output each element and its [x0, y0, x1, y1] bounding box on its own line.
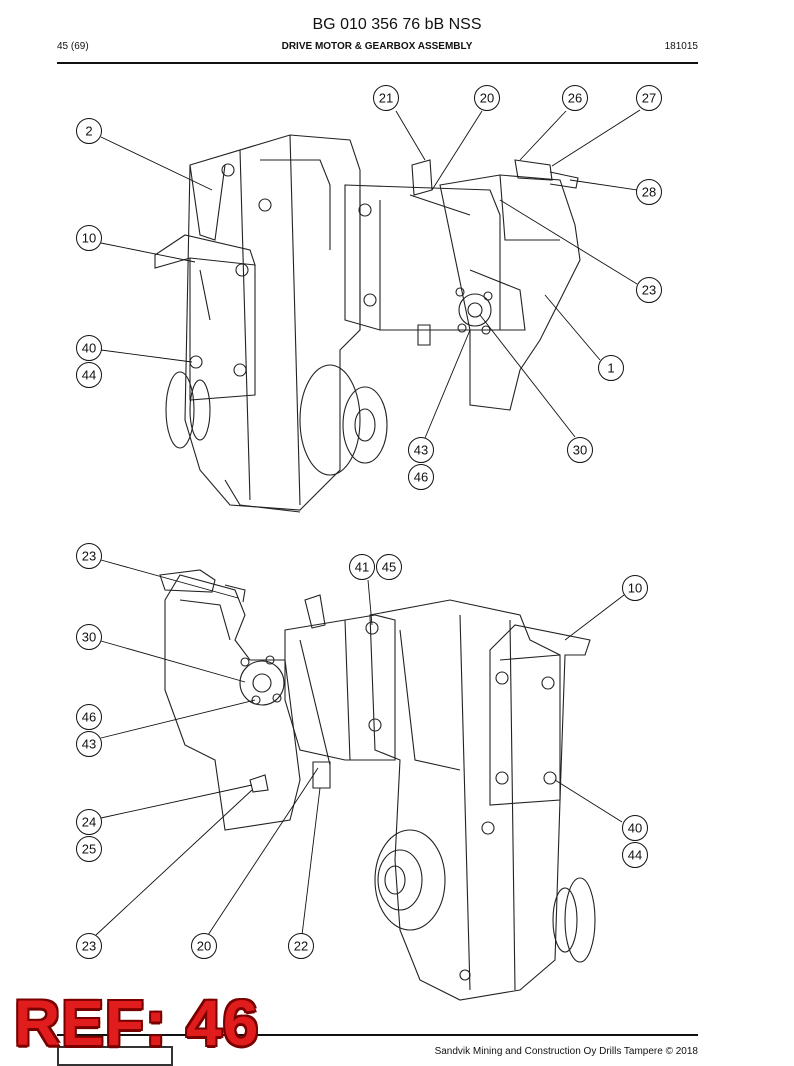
callout-45: 45	[382, 560, 396, 575]
section-title: DRIVE MOTOR & GEARBOX ASSEMBLY	[281, 41, 473, 52]
callout-30: 30	[573, 443, 587, 458]
callout-25: 25	[82, 842, 96, 857]
callout-40: 40	[82, 341, 96, 356]
leader-lines	[95, 109, 641, 936]
callout-28: 28	[642, 185, 656, 200]
callout-10: 10	[628, 581, 642, 596]
callout-44: 44	[82, 368, 96, 383]
callout-23: 23	[642, 283, 656, 298]
footer-rule	[57, 1034, 698, 1036]
callout-20: 20	[480, 91, 494, 106]
callout-44: 44	[628, 848, 642, 863]
callout-23: 23	[82, 939, 96, 954]
callout-41: 41	[355, 560, 369, 575]
callout-43: 43	[414, 443, 428, 458]
document-number: BG 010 356 76 bB NSS	[312, 16, 482, 33]
copyright-text: Sandvik Mining and Construction Oy Drill…	[434, 1046, 698, 1057]
callout-10: 10	[82, 231, 96, 246]
page-number: 45 (69)	[57, 41, 89, 52]
callout-24: 24	[82, 815, 96, 830]
reference-stamp: REF: 46	[14, 987, 260, 1059]
callout-26: 26	[568, 91, 582, 106]
date-code: 181015	[664, 41, 698, 52]
callout-46: 46	[82, 710, 96, 725]
bottom-view-callouts: 23 41 45 10 30 46 43 24 25 40 44 23 20 2…	[76, 543, 648, 959]
callout-43: 43	[82, 737, 96, 752]
callout-20: 20	[197, 939, 211, 954]
top-assembly-illustration	[154, 134, 581, 513]
header-rule	[57, 62, 698, 64]
callout-30: 30	[82, 630, 96, 645]
bottom-assembly-illustration	[159, 569, 596, 1001]
callout-22: 22	[294, 939, 308, 954]
callout-46: 46	[414, 470, 428, 485]
callout-21: 21	[379, 91, 393, 106]
callout-40: 40	[628, 821, 642, 836]
callout-27: 27	[642, 91, 656, 106]
callout-23: 23	[82, 549, 96, 564]
callout-1: 1	[607, 361, 614, 376]
top-view-callouts: 21 20 26 27 2 28 10 23 40 44 1 43 46 30	[76, 85, 662, 490]
callout-2: 2	[85, 124, 92, 139]
